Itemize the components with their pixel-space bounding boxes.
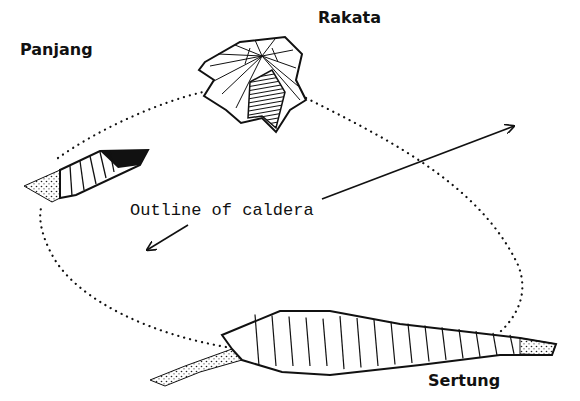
rakata-island: [199, 37, 306, 132]
panjang-island: [24, 150, 148, 202]
island-name: Rakata: [318, 9, 381, 27]
caldera-label: Outline of caldera: [128, 201, 316, 221]
leader-arrow: [147, 126, 514, 250]
island-name: Sertung: [428, 372, 500, 390]
caldera-outline: [40, 92, 522, 348]
island-name: Panjang: [20, 41, 93, 59]
